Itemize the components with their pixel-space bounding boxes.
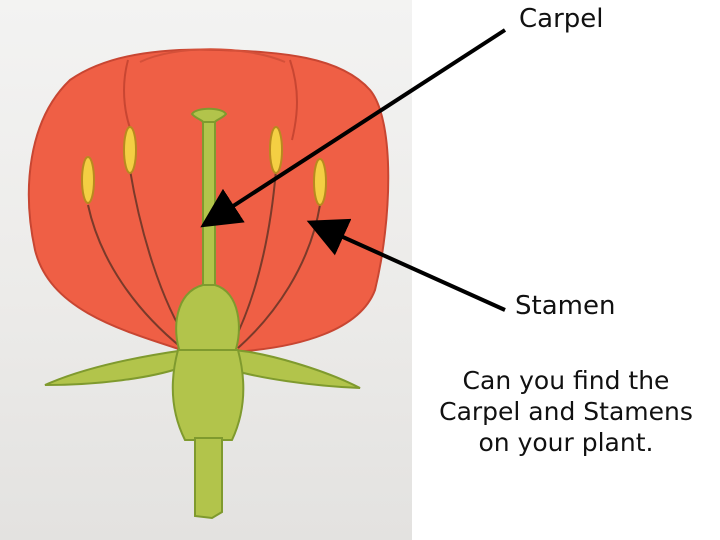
sepal-left <box>44 348 187 386</box>
stamen-label: Stamen <box>515 291 616 321</box>
petal-fold-center <box>139 48 286 63</box>
question-line-1: Can you find the <box>462 366 670 395</box>
carpel-arrow <box>200 28 507 228</box>
anther-far-right <box>313 158 327 206</box>
anther-right <box>269 126 283 174</box>
stamen-arrow <box>306 218 506 312</box>
carpel-style <box>202 121 216 288</box>
question-line-3: on your plant. <box>478 428 654 457</box>
carpel-label: Carpel <box>519 4 604 34</box>
question-line-2: Carpel and Stamens <box>439 397 693 426</box>
receptacle <box>171 349 245 441</box>
anther-far-left <box>81 156 95 204</box>
anther-left <box>123 126 137 174</box>
filament-far-left <box>87 204 183 349</box>
petal-fold-right <box>289 59 298 141</box>
sepal-right <box>231 348 361 389</box>
flower-stem <box>194 437 223 520</box>
carpel-stigma <box>190 107 228 125</box>
question-text: Can you find the Carpel and Stamens on y… <box>416 365 716 458</box>
